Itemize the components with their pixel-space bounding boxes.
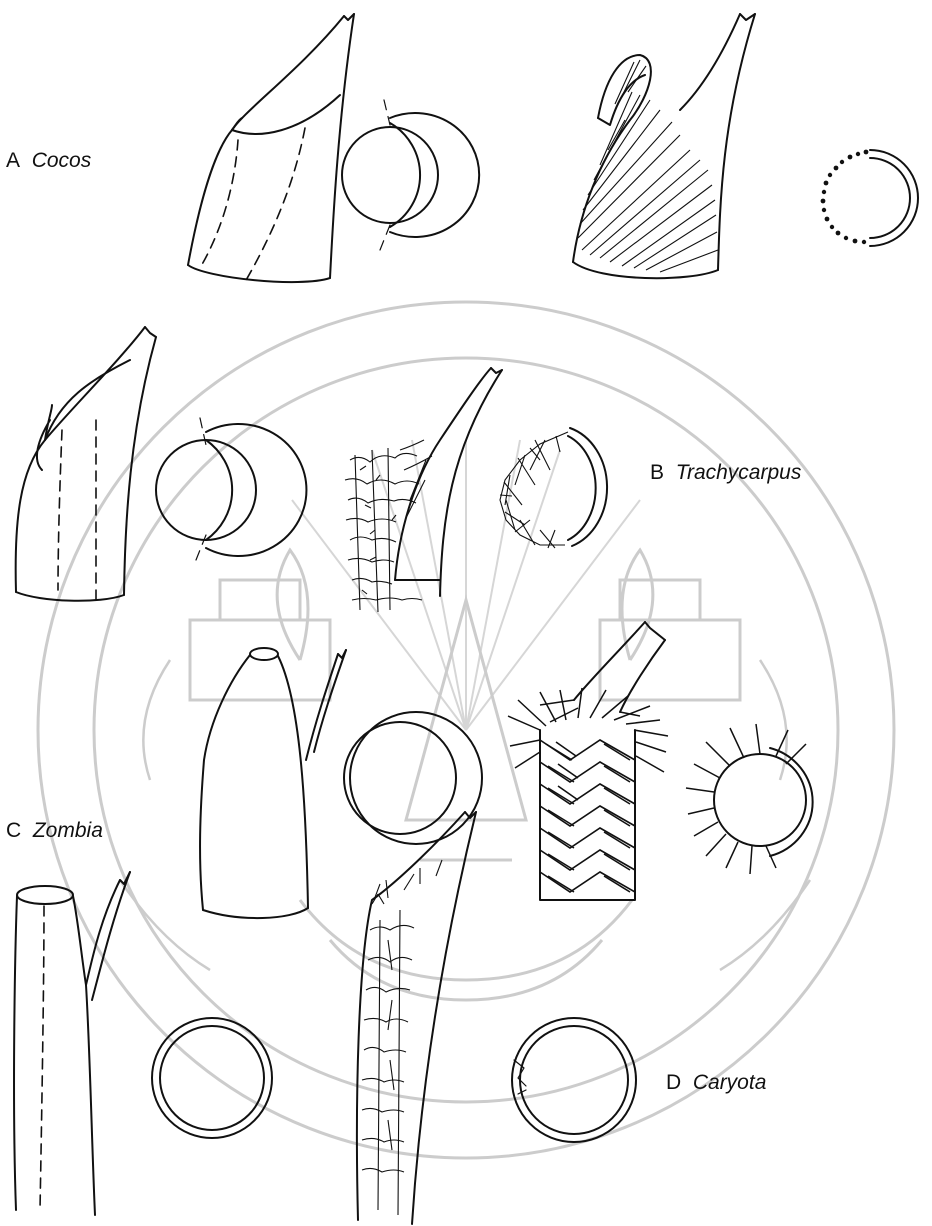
cocos-fibrous-sheath — [573, 14, 755, 278]
label-c: C Zombia — [6, 820, 103, 841]
cocos-sheath-outline — [188, 14, 354, 282]
label-a: A Cocos — [6, 150, 91, 171]
caryota-fibrous-section — [512, 1018, 636, 1142]
zombia-spiny-section — [686, 724, 813, 874]
zombia-sheath-section — [344, 712, 482, 844]
zombia-sheath-outline — [200, 648, 346, 918]
label-c-genus: Zombia — [33, 819, 103, 842]
seal-watermark — [38, 302, 894, 1158]
label-a-letter: A — [6, 149, 20, 172]
label-a-genus: Cocos — [32, 149, 92, 172]
label-d-letter: D — [666, 1071, 681, 1094]
caryota-sheath-section — [152, 1018, 272, 1138]
label-c-letter: C — [6, 819, 21, 842]
label-b: B Trachycarpus — [650, 462, 801, 483]
caryota-fibrous-sheath — [357, 812, 476, 1224]
zombia-spiny-sheath — [508, 622, 668, 900]
label-d: D Caryota — [666, 1072, 766, 1093]
trachycarpus-sheath-section — [156, 418, 306, 560]
caryota-sheath-outline — [14, 872, 130, 1215]
trachycarpus-fibrous-sheath — [345, 368, 502, 612]
trachycarpus-fibrous-section — [500, 428, 607, 548]
label-d-genus: Caryota — [693, 1071, 767, 1094]
label-b-genus: Trachycarpus — [676, 461, 802, 484]
label-b-letter: B — [650, 461, 664, 484]
cocos-sheath-section — [342, 100, 479, 250]
cocos-fibrous-section — [821, 150, 918, 246]
